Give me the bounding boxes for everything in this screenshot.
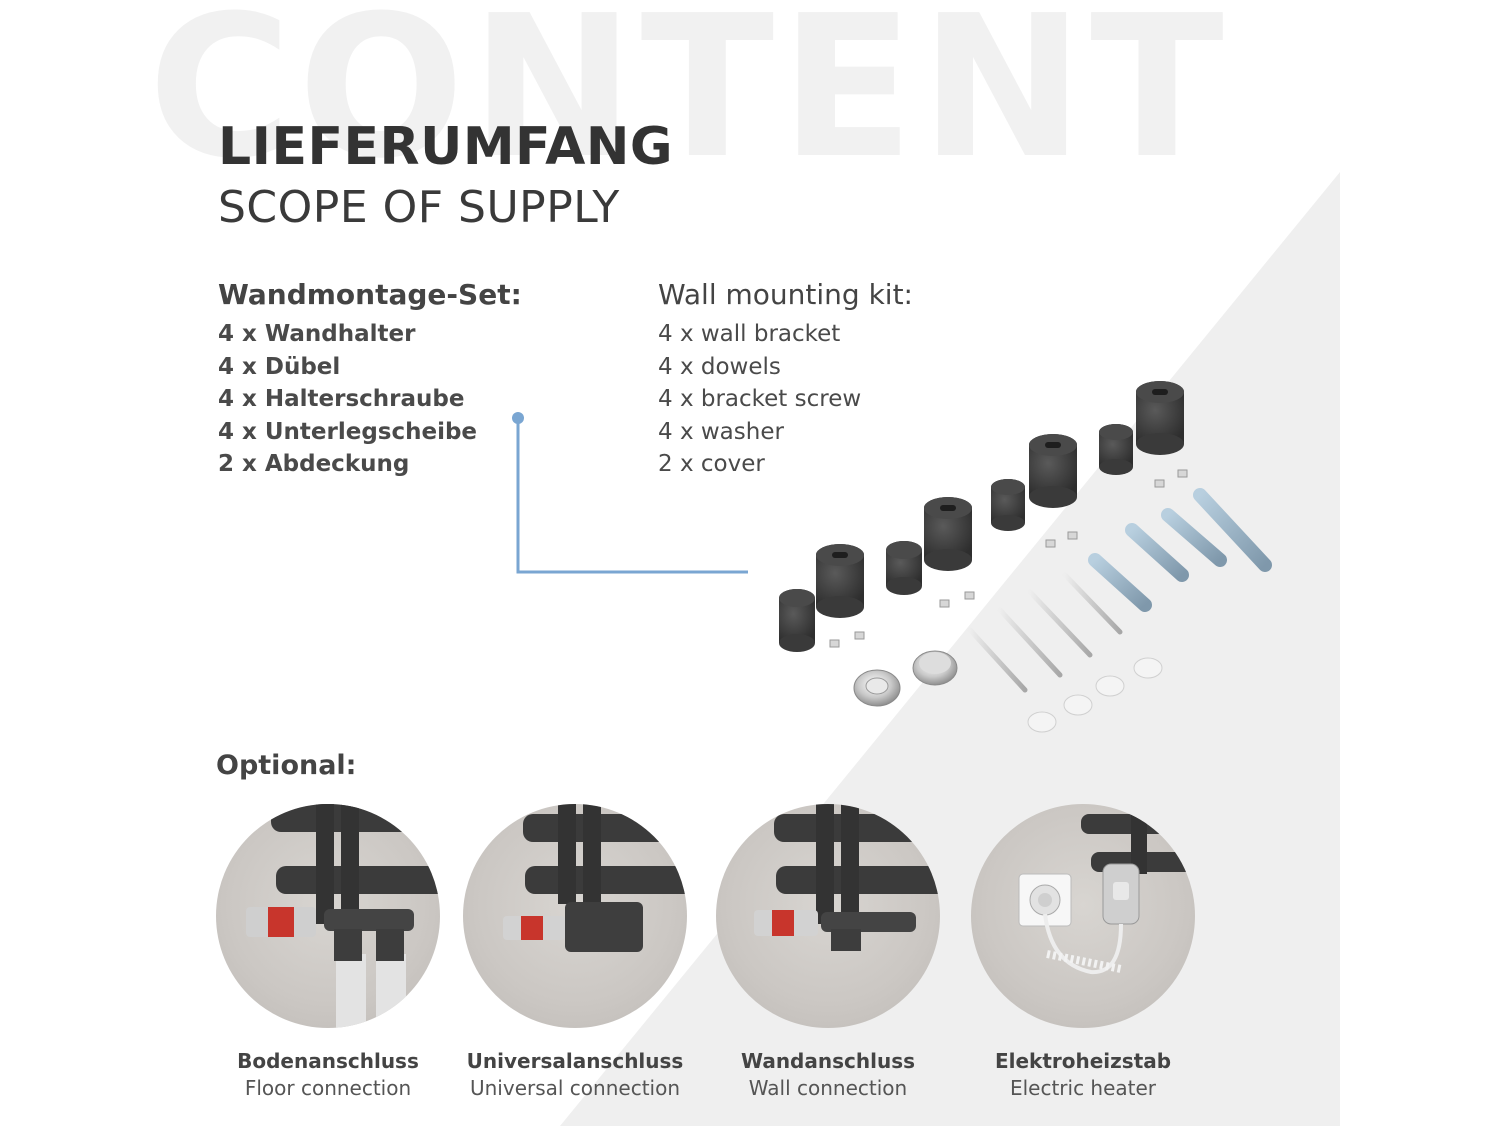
option-title-german: Universalanschluss (466, 1049, 684, 1073)
option-universal-connection: Universalanschluss Universal connection (460, 804, 690, 1102)
kit-item: 2 x Abdeckung (218, 451, 410, 477)
kit-item: 4 x dowels (658, 353, 781, 380)
option-title-german: Bodenanschluss (237, 1049, 419, 1073)
electric-heater-image (971, 804, 1195, 1028)
page-title-german: LIEFERUMFANG (218, 117, 674, 177)
option-title-german: Wandanschluss (740, 1049, 916, 1073)
kit-item: 4 x bracket screw (658, 386, 862, 412)
content-watermark: CONTENT (148, 0, 1230, 202)
kit-item: 2 x cover (658, 451, 765, 477)
kit-item: 4 x washer (658, 418, 784, 445)
option-electric-heater: Elektroheizstab Electric heater (968, 804, 1198, 1102)
wall-mounting-kit-english: Wall mounting kit: 4 x wall bracket 4 x … (658, 278, 913, 481)
mounting-parts-image (779, 381, 1272, 733)
option-title-english: Electric heater (1009, 1076, 1157, 1100)
option-floor-connection: Bodenanschluss Floor connection (213, 804, 443, 1102)
option-title-german: Elektroheizstab (994, 1049, 1172, 1073)
washers (1027, 657, 1163, 733)
wall-connection-image (716, 804, 940, 1028)
wall-mounting-kit-german: Wandmontage-Set: 4 x Wandhalter 4 x Dübe… (218, 278, 522, 481)
page-title-english: SCOPE OF SUPPLY (218, 182, 620, 233)
kit-heading-german: Wandmontage-Set: (218, 278, 522, 311)
bracket-screws (967, 572, 1123, 693)
kit-item: 4 x Halterschraube (218, 386, 465, 412)
wall-bracket (779, 381, 1184, 652)
floor-connection-image (216, 804, 440, 1028)
dowels (1088, 488, 1272, 612)
kit-item: 4 x Wandhalter (218, 321, 416, 347)
option-title-english: Floor connection (244, 1076, 412, 1100)
universal-connection-image (463, 804, 687, 1028)
covers (853, 650, 958, 707)
grub-screws (829, 469, 1188, 648)
kit-item: 4 x Unterlegscheibe (218, 418, 478, 445)
option-title-english: Universal connection (469, 1076, 681, 1100)
option-wall-connection: Wandanschluss Wall connection (713, 804, 943, 1102)
option-title-english: Wall connection (748, 1076, 908, 1100)
kit-item: 4 x Dübel (218, 353, 341, 380)
optional-heading: Optional: (216, 750, 357, 781)
kit-item: 4 x wall bracket (658, 321, 841, 347)
kit-heading-english: Wall mounting kit: (658, 278, 913, 311)
